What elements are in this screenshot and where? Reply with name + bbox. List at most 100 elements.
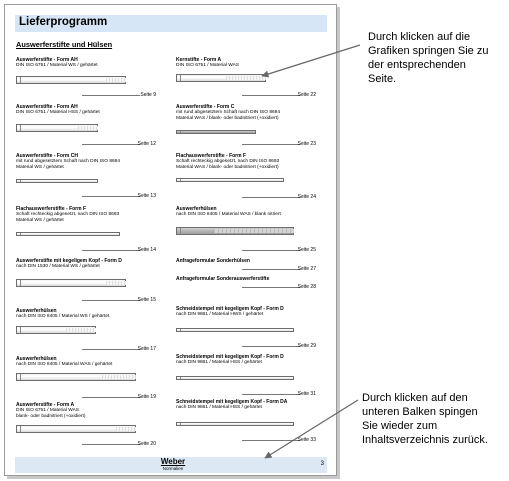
entry-title: Auswerferhülsen: [16, 356, 57, 362]
ejector-pin-graphic[interactable]: [16, 76, 126, 84]
entry-description: blank- oder badnitriert (+oxidiert): [16, 414, 86, 419]
ejector-pin-graphic[interactable]: [176, 130, 256, 134]
arrow-to-graphic: [261, 44, 361, 78]
page-link[interactable]: Seite 27: [297, 266, 316, 272]
ejector-pin-graphic[interactable]: [16, 124, 98, 132]
entry-description: nach DIN 9861 / Material HSS / gehärtet: [176, 360, 262, 365]
entry-title: Auswerferhülsen: [176, 206, 217, 212]
entry-title: Auswerferstifte - Form A: [16, 402, 75, 408]
entry-title: Anfrageformular Sonderauswerferstifte: [176, 276, 270, 282]
entry-title: Auswerferstifte mit kegeligem Kopf - For…: [16, 258, 122, 264]
entry-description: mit rund abgesetztem Schaft nach DIN ISO…: [176, 110, 280, 115]
sleeve-graphic[interactable]: [176, 227, 294, 235]
entry-form-a-was[interactable]: Auswerferstifte - Form A DIN ISO 6751 / …: [16, 402, 156, 448]
leader-line: [82, 196, 140, 197]
entry-form-ah-hss[interactable]: Auswerferstifte - Form AH DIN ISO 6751 /…: [16, 104, 156, 149]
entry-schneidstempel-da[interactable]: Schneidstempel mit kegeligem Kopf - Form…: [176, 399, 316, 445]
punch-graphic[interactable]: [176, 422, 294, 426]
sleeve-graphic[interactable]: [16, 326, 96, 334]
entry-description: Material WAS / blank- oder badnitriert (…: [176, 165, 279, 170]
ejector-pin-graphic[interactable]: [16, 179, 98, 183]
entry-schneidstempel-hws[interactable]: Schneidstempel mit kegeligem Kopf - Form…: [176, 306, 316, 351]
ejector-pin-graphic[interactable]: [16, 279, 126, 287]
page-link[interactable]: Seite 15: [137, 297, 156, 303]
entry-description: mit rund abgesetztem Schaft nach DIN ISO…: [16, 159, 120, 164]
entry-flach-form-f-was[interactable]: Flachauswerferstifte - Form F Schaft rec…: [176, 153, 316, 201]
entry-description: DIN ISO 6751 / Material WAS: [176, 63, 240, 68]
entry-anfrage-stifte[interactable]: Anfrageformular Sonderauswerferstifte Se…: [176, 276, 316, 292]
page-link[interactable]: Seite 25: [297, 247, 316, 253]
entry-form-ah-ws[interactable]: Auswerferstifte - Form AH DIN ISO 6751 /…: [16, 57, 156, 99]
page-link[interactable]: Seite 24: [297, 194, 316, 200]
annotation-line: Durch klicken auf den: [362, 392, 468, 404]
brand-subtitle: Normalien: [162, 466, 184, 471]
entry-description: nach DIN 9861 / Material HSS / gehärtet: [176, 405, 262, 410]
page-link[interactable]: Seite 17: [137, 346, 156, 352]
page-link[interactable]: Seite 19: [137, 394, 156, 400]
section-title: Auswerferstifte und Hülsen: [16, 40, 113, 49]
entry-description: nach DIN 1530 / Material WS / gehärtet: [16, 264, 100, 269]
entry-description: Schaft rechteckig abgesetzt, nach DIN IS…: [176, 159, 280, 164]
page-link[interactable]: Seite 23: [297, 141, 316, 147]
leader-line: [242, 95, 300, 96]
entry-kegeliger-kopf[interactable]: Auswerferstifte mit kegeligem Kopf - For…: [16, 258, 156, 304]
leader-line: [82, 95, 140, 96]
leader-line: [242, 269, 300, 270]
ejector-pin-graphic[interactable]: [176, 178, 284, 182]
leader-line: [242, 394, 300, 395]
leader-line: [82, 444, 140, 445]
leader-line: [82, 250, 140, 251]
entry-title: Anfrageformular Sonderhülsen: [176, 258, 250, 264]
page-link[interactable]: Seite 14: [137, 247, 156, 253]
ejector-pin-graphic[interactable]: [16, 425, 136, 433]
entry-title: Auswerferstifte - Form C: [176, 104, 235, 110]
entry-flach-form-f[interactable]: Flachauswerferstifte - Form F Schaft rec…: [16, 206, 156, 254]
page-link[interactable]: Seite 28: [297, 284, 316, 290]
annotation-line: Inhaltsverzeichnis zurück.: [362, 434, 488, 446]
entry-huelsen-was[interactable]: Auswerferhülsen nach DIN ISO 8405 / Mate…: [16, 356, 156, 401]
entry-description: nach DIN ISO 8405 / Material WAS / blank…: [176, 212, 281, 217]
entry-title: Auswerferstifte - Form AH: [16, 104, 78, 110]
punch-graphic[interactable]: [176, 328, 294, 332]
entry-kernstifte[interactable]: Kernstifte - Form A DIN ISO 6751 / Mater…: [176, 57, 316, 99]
entry-form-ch[interactable]: Auswerferstifte - Form CH mit rund abges…: [16, 153, 156, 200]
page-link[interactable]: Seite 33: [297, 437, 316, 443]
footer-toc-bar[interactable]: Weber Normalien 3: [15, 457, 327, 473]
leader-line: [242, 144, 300, 145]
core-pin-graphic[interactable]: [176, 74, 266, 82]
entry-title: Auswerferhülsen: [16, 308, 57, 314]
entry-schneidstempel-hss[interactable]: Schneidstempel mit kegeligem Kopf - Form…: [176, 354, 316, 399]
entry-title: Auswerferstifte - Form AH: [16, 57, 78, 63]
leader-line: [242, 250, 300, 251]
annotation-line: Grafiken springen Sie zu: [368, 45, 489, 57]
entry-form-c[interactable]: Auswerferstifte - Form C mit rund abgese…: [176, 104, 316, 149]
leader-line: [82, 144, 140, 145]
ejector-pin-graphic[interactable]: [16, 232, 120, 236]
entry-huelsen-nitriert[interactable]: Auswerferhülsen nach DIN ISO 8405 / Mate…: [176, 206, 316, 254]
entry-anfrage-huelsen[interactable]: Anfrageformular Sonderhülsen Seite 27: [176, 258, 316, 274]
sleeve-graphic[interactable]: [16, 373, 136, 381]
entry-description: DIN ISO 6751 / Material WS / gehärtet: [16, 63, 98, 68]
leader-line: [82, 397, 140, 398]
entry-description: nach DIN 9861 / Material HWS / gehärtet: [176, 312, 264, 317]
page-link[interactable]: Seite 9: [140, 92, 156, 98]
entry-description: Material WS / gehärtet: [16, 165, 64, 170]
page-link[interactable]: Seite 20: [137, 441, 156, 447]
catalog-page: Lieferprogramm Auswerferstifte und Hülse…: [4, 4, 337, 476]
leader-line: [242, 440, 300, 441]
entry-description: Material WAS / blank- oder badnitriert (…: [176, 116, 279, 121]
punch-graphic[interactable]: [176, 376, 294, 380]
brand-name: Weber: [160, 457, 186, 466]
annotation-line: Seite.: [368, 73, 397, 85]
page-link[interactable]: Seite 22: [297, 92, 316, 98]
entry-title: Auswerferstifte - Form CH: [16, 153, 78, 159]
page-link[interactable]: Seite 12: [137, 141, 156, 147]
entry-description: Schaft rechteckig abgesetzt, nach DIN IS…: [16, 212, 120, 217]
leader-line: [82, 300, 140, 301]
page-link[interactable]: Seite 13: [137, 193, 156, 199]
page-link[interactable]: Seite 31: [297, 391, 316, 397]
entry-description: Material WS / gehärtet: [16, 218, 64, 223]
page-link[interactable]: Seite 29: [297, 343, 316, 349]
entry-huelsen-ws[interactable]: Auswerferhülsen nach DIN ISO 8405 / Mate…: [16, 308, 156, 353]
